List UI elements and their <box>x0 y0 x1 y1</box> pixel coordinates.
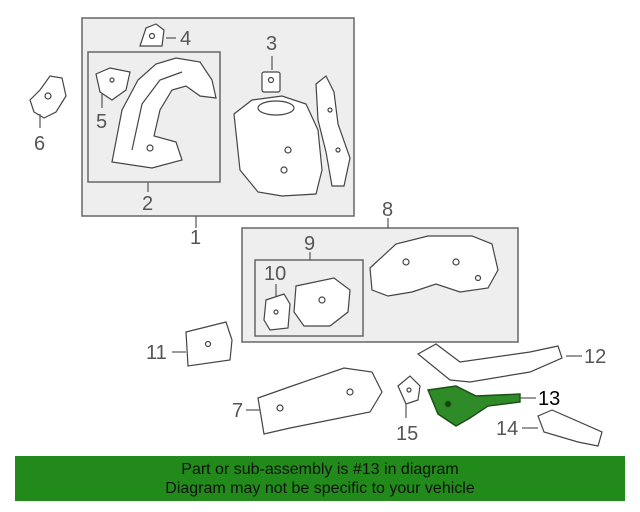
part-4-bracket[interactable] <box>139 23 165 47</box>
banner-line-1: Part or sub-assembly is #13 in diagram <box>181 461 459 478</box>
callout-10: 10 <box>264 263 286 285</box>
part-6-bracket[interactable] <box>29 75 67 119</box>
callout-11: 11 <box>146 342 167 364</box>
callout-9: 9 <box>304 233 315 255</box>
callout-4: 4 <box>180 28 191 50</box>
part-13-highlighted[interactable] <box>427 385 521 427</box>
callout-14: 14 <box>496 418 518 440</box>
callout-7: 7 <box>232 400 243 422</box>
part-7-side-member[interactable] <box>257 367 383 435</box>
callout-1: 1 <box>190 227 201 249</box>
part-8-side-member[interactable] <box>369 235 499 297</box>
leader-lines <box>39 37 582 429</box>
part-12-rail[interactable] <box>416 343 563 383</box>
part-9-bracket[interactable] <box>293 277 351 327</box>
part-14-bracket[interactable] <box>537 409 603 447</box>
part-2-wheelhouse[interactable] <box>111 57 217 169</box>
apron-rail[interactable] <box>315 75 351 187</box>
banner-line-2: Diagram may not be specific to your vehi… <box>165 480 475 497</box>
callout-5: 5 <box>96 111 107 133</box>
callout-3: 3 <box>266 33 277 55</box>
callout-8: 8 <box>382 199 393 221</box>
suspension-tower[interactable] <box>233 95 323 197</box>
callout-15: 15 <box>396 423 418 445</box>
callout-6: 6 <box>34 133 45 155</box>
callout-2: 2 <box>142 193 153 215</box>
part-11-plate[interactable] <box>185 321 233 367</box>
part-15-bracket[interactable] <box>397 375 421 405</box>
part-5-bracket[interactable] <box>95 67 131 101</box>
callout-13: 13 <box>538 388 560 410</box>
part-3-bracket[interactable] <box>261 71 281 93</box>
info-banner: Part or sub-assembly is #13 in diagram D… <box>15 456 625 501</box>
callout-12: 12 <box>584 346 606 368</box>
part-10-bracket[interactable] <box>263 293 291 331</box>
parts-diagram: 1 2 3 4 5 6 7 8 9 10 11 12 13 14 15 <box>29 17 606 447</box>
